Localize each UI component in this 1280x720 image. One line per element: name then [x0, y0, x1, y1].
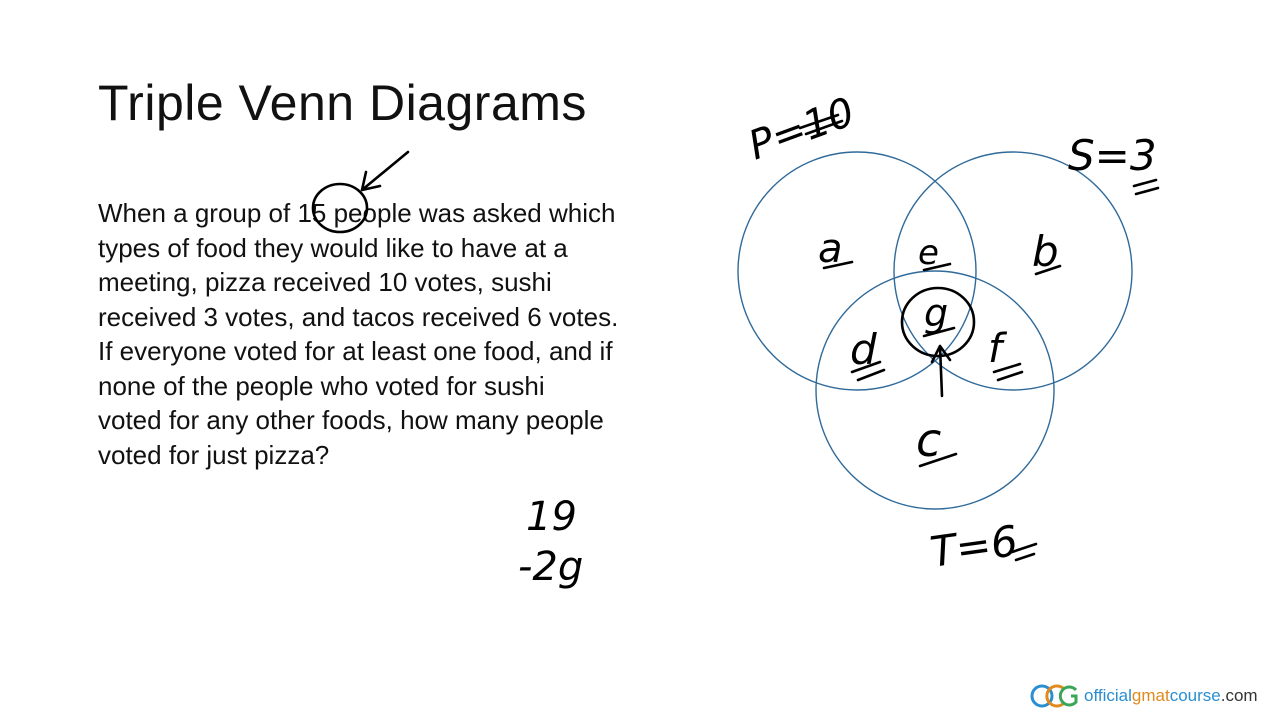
underline-b — [1034, 264, 1062, 276]
region-a: a — [818, 226, 843, 272]
underline-sushi-2 — [1134, 186, 1160, 196]
region-b: b — [1032, 227, 1059, 276]
venn-circle-pizza — [737, 151, 977, 391]
problem-line: types of food they would like to have at… — [98, 232, 568, 263]
region-c: c — [916, 413, 941, 467]
arrow-to-15 — [360, 150, 410, 192]
logo-wordmark: officialgmatcourse.com — [1084, 686, 1258, 705]
label-pizza: P=10 — [743, 89, 861, 169]
label-sushi: S=3 — [1068, 131, 1157, 180]
underline-d — [850, 360, 882, 374]
problem-line: When a group of 15 people was asked whic… — [98, 198, 616, 228]
problem-line: received 3 votes, and tacos received 6 v… — [98, 301, 619, 332]
scratch-minus-2g: -2g — [518, 544, 583, 590]
underline-f-2 — [996, 370, 1024, 382]
problem-line: If everyone voted for at least one food,… — [98, 336, 613, 366]
problem-line: voted for just pizza? — [98, 439, 330, 470]
underline-g — [922, 326, 956, 338]
underline-a — [822, 260, 854, 270]
circle-around-g — [900, 286, 976, 358]
region-d: d — [850, 325, 877, 374]
problem-line: meeting, pizza received 10 votes, sushi — [98, 267, 552, 297]
problem-line: voted for any other foods, how many peop… — [98, 405, 604, 435]
underline-e — [922, 262, 952, 272]
scratch-19: 19 — [526, 494, 577, 540]
region-e: e — [918, 233, 939, 273]
region-f: f — [988, 326, 1008, 372]
underline-c — [918, 452, 958, 468]
underline-f — [992, 362, 1022, 374]
slide-title: Triple Venn Diagrams — [98, 75, 587, 131]
venn-circle-sushi — [893, 151, 1133, 391]
underline-pizza-2 — [804, 119, 844, 136]
brand-logo: officialgmatcourse.com — [1030, 680, 1258, 712]
problem-line: none of the people who voted for sushi — [98, 370, 545, 401]
underline-sushi — [1132, 178, 1158, 188]
ogc-logo-icon — [1030, 684, 1078, 708]
underline-d-2 — [856, 368, 886, 382]
underline-pizza — [798, 113, 840, 130]
underline-tacos — [1010, 542, 1038, 554]
underline-tacos-2 — [1014, 552, 1036, 562]
problem-text: When a group of 15 people was asked whic… — [98, 196, 698, 472]
venn-circle-tacos — [815, 270, 1055, 510]
region-g: g — [924, 291, 948, 335]
label-tacos: T=6 — [927, 516, 1021, 577]
arrow-to-g — [930, 344, 952, 398]
